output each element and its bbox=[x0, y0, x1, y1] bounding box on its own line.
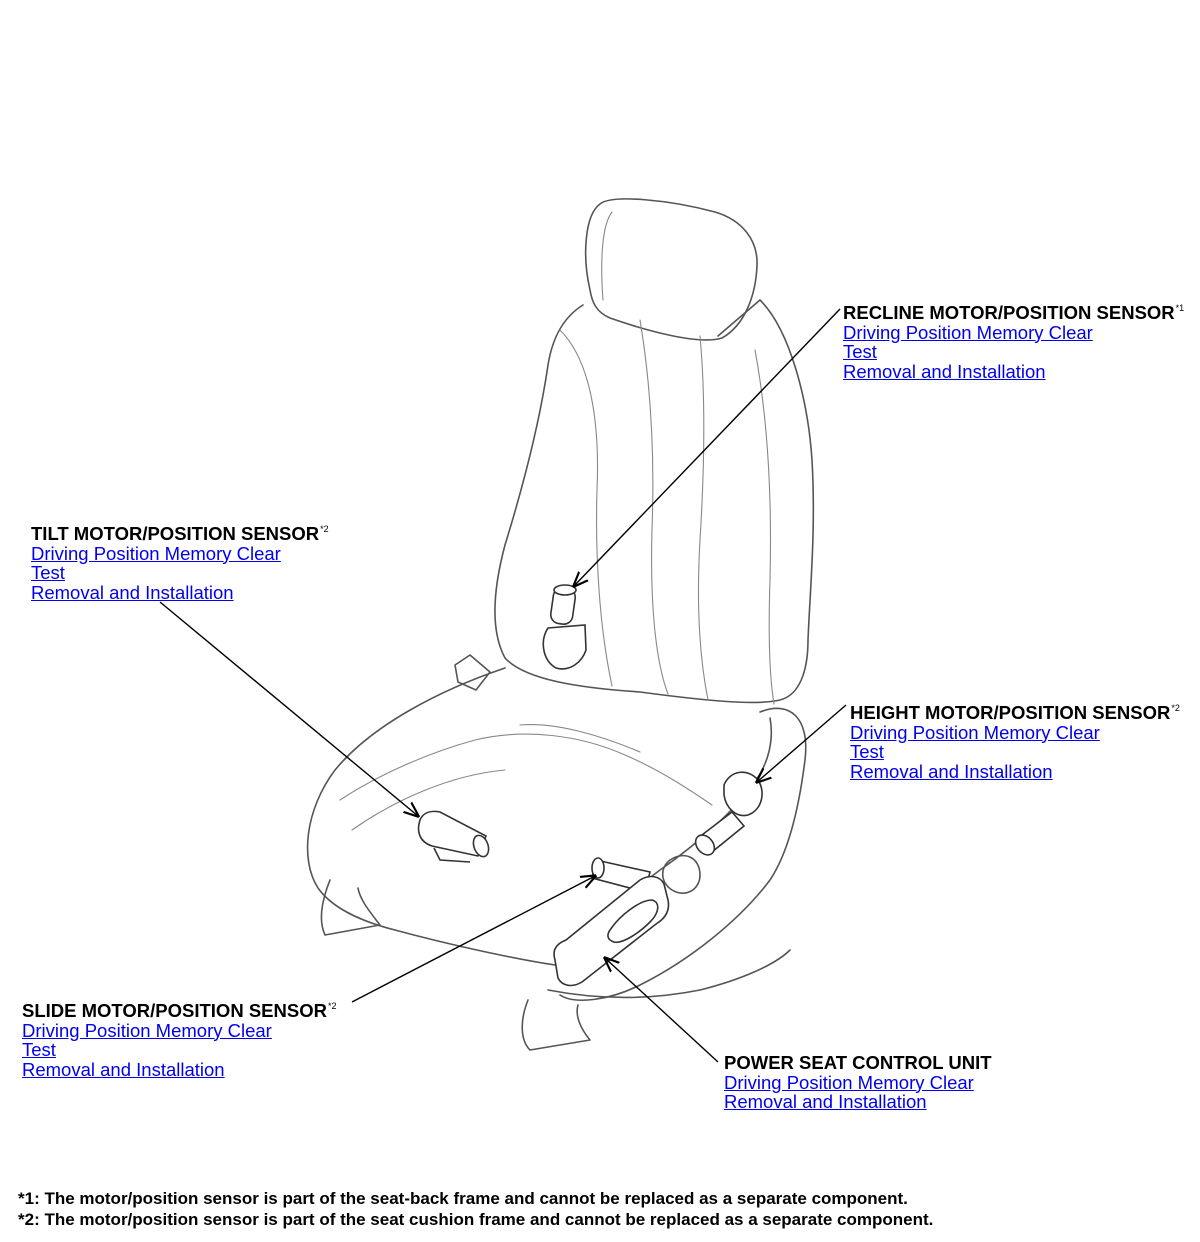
footnote-1: *1: The motor/position sensor is part of… bbox=[18, 1188, 933, 1209]
tilt-callout: TILT MOTOR/POSITION SENSOR*2 Driving Pos… bbox=[31, 520, 329, 602]
slide-memory-clear-link[interactable]: Driving Position Memory Clear bbox=[22, 1021, 336, 1041]
tilt-note-ref: *2 bbox=[320, 524, 329, 534]
slide-title: SLIDE MOTOR/POSITION SENSOR bbox=[22, 1000, 327, 1021]
seat-rails bbox=[321, 880, 380, 935]
slide-note-ref: *2 bbox=[328, 1001, 337, 1011]
recline-title: RECLINE MOTOR/POSITION SENSOR bbox=[843, 302, 1175, 323]
headrest bbox=[586, 199, 757, 340]
recline-callout: RECLINE MOTOR/POSITION SENSOR*1 Driving … bbox=[843, 299, 1184, 381]
recline-test-link[interactable]: Test bbox=[843, 342, 1184, 362]
height-motor bbox=[692, 772, 762, 858]
control-unit-memory-clear-link[interactable]: Driving Position Memory Clear bbox=[724, 1073, 992, 1093]
tilt-removal-link[interactable]: Removal and Installation bbox=[31, 583, 329, 603]
recline-removal-link[interactable]: Removal and Installation bbox=[843, 362, 1184, 382]
footnote-2: *2: The motor/position sensor is part of… bbox=[18, 1209, 933, 1230]
recline-leader-line bbox=[574, 309, 840, 586]
height-callout: HEIGHT MOTOR/POSITION SENSOR*2 Driving P… bbox=[850, 699, 1180, 781]
height-note-ref: *2 bbox=[1171, 703, 1180, 713]
recline-motor bbox=[543, 585, 586, 669]
tilt-test-link[interactable]: Test bbox=[31, 563, 329, 583]
height-test-link[interactable]: Test bbox=[850, 742, 1180, 762]
height-memory-clear-link[interactable]: Driving Position Memory Clear bbox=[850, 723, 1180, 743]
slide-removal-link[interactable]: Removal and Installation bbox=[22, 1060, 336, 1080]
recline-memory-clear-link[interactable]: Driving Position Memory Clear bbox=[843, 323, 1184, 343]
tilt-title: TILT MOTOR/POSITION SENSOR bbox=[31, 523, 319, 544]
footnotes: *1: The motor/position sensor is part of… bbox=[18, 1188, 933, 1230]
control-unit-title: POWER SEAT CONTROL UNIT bbox=[724, 1052, 992, 1073]
slide-callout: SLIDE MOTOR/POSITION SENSOR*2 Driving Po… bbox=[22, 997, 336, 1079]
height-removal-link[interactable]: Removal and Installation bbox=[850, 762, 1180, 782]
tilt-motor bbox=[419, 811, 492, 862]
slide-leader-line bbox=[352, 876, 595, 1002]
slide-test-link[interactable]: Test bbox=[22, 1040, 336, 1060]
tilt-leader-line bbox=[160, 602, 418, 816]
tilt-memory-clear-link[interactable]: Driving Position Memory Clear bbox=[31, 544, 329, 564]
power-seat-control-unit bbox=[554, 877, 668, 986]
control-unit-removal-link[interactable]: Removal and Installation bbox=[724, 1092, 992, 1112]
recline-note-ref: *1 bbox=[1176, 303, 1185, 313]
height-title: HEIGHT MOTOR/POSITION SENSOR bbox=[850, 702, 1170, 723]
control-unit-callout: POWER SEAT CONTROL UNIT Driving Position… bbox=[724, 1053, 992, 1112]
